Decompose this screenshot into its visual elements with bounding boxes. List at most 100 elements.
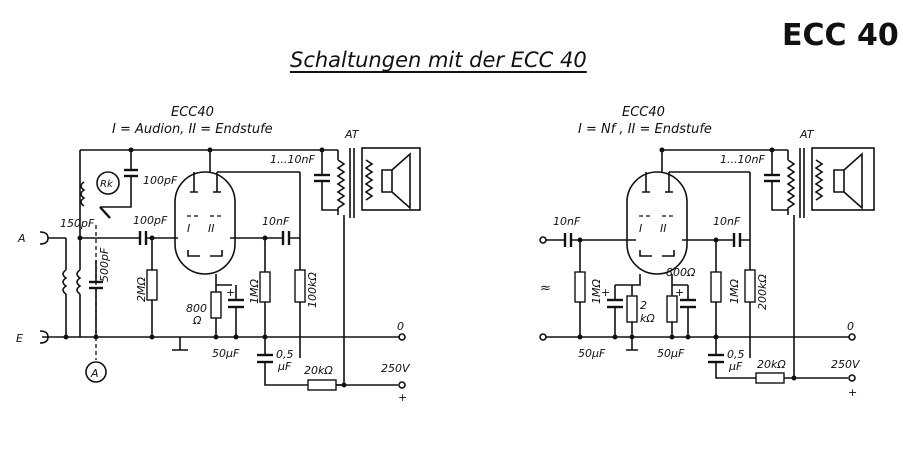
left-500pf-label: 500pF <box>98 247 111 282</box>
left-wire <box>193 150 218 192</box>
right-1m-in-resistor <box>574 271 586 303</box>
left-100k-label: 100kΩ <box>306 272 319 308</box>
left-cathodes <box>187 250 223 257</box>
left-junction <box>319 147 325 153</box>
left-tube-label: ECC40 <box>171 105 214 120</box>
left-rk-circle <box>96 171 120 195</box>
left-tube-envelope <box>174 171 236 275</box>
right-800-resistor <box>666 295 678 323</box>
left-rk-label: Rk <box>100 179 114 190</box>
right-200k-resistor <box>744 269 756 303</box>
left-triode-2: II <box>208 222 215 235</box>
right-junction <box>669 334 675 340</box>
left-terminal-e <box>39 330 49 344</box>
right-10nf-in-label: 10nF <box>553 215 581 228</box>
right-triode-2: II <box>660 222 667 235</box>
right-input-ground-terminal <box>539 333 547 341</box>
right-plus-label: + <box>848 386 857 399</box>
left-speaker-box <box>361 147 421 211</box>
right-250v-label: 250V <box>831 358 861 371</box>
right-junction <box>629 334 635 340</box>
right-20k-label: 20kΩ <box>757 358 786 371</box>
left-2m-label: 2MΩ <box>135 277 148 302</box>
left-input-coil <box>62 238 68 337</box>
right-250v-terminal <box>848 374 856 382</box>
left-150pf-label: 150pF <box>60 217 95 230</box>
left-250v-terminal <box>398 381 406 389</box>
right-05uf-unit: μF <box>728 360 743 373</box>
left-150pf-cap <box>99 206 111 219</box>
right-junction <box>685 334 691 340</box>
right-speaker-box <box>811 147 875 211</box>
right-1m-in-label: 1MΩ <box>590 279 603 304</box>
left-transformer-secondary <box>364 159 374 201</box>
right-triode-1: I <box>639 222 642 235</box>
left-terminal-a <box>39 231 49 245</box>
left-junction <box>149 235 155 241</box>
left-100pf-a-label: 100pF <box>143 174 178 187</box>
right-wire <box>715 337 756 379</box>
left-transformer-core <box>349 148 355 218</box>
left-antenna-label: A <box>90 367 99 380</box>
right-2k-unit: kΩ <box>640 312 655 325</box>
right-junction <box>769 147 775 153</box>
right-speaker-icon <box>833 152 863 210</box>
right-zero-terminal <box>848 333 856 341</box>
left-100pf-b-label: 100pF <box>133 214 168 227</box>
right-tube-envelope <box>626 171 688 275</box>
right-circuit: ECC40 I = Nf , II = Endstufe AT 0 ≈ 10nF… <box>539 105 875 399</box>
left-wire <box>321 150 338 211</box>
left-800-unit: Ω <box>192 314 202 327</box>
right-2k-resistor <box>626 295 638 323</box>
right-wire <box>784 215 795 379</box>
right-1m-resistor <box>710 271 722 303</box>
left-ground-symbol <box>172 337 188 351</box>
left-junction <box>207 147 213 153</box>
left-zero-terminal <box>398 333 406 341</box>
left-10nf-label: 10nF <box>262 215 290 228</box>
right-2k-label: 2 <box>640 299 647 312</box>
left-wire <box>100 150 132 208</box>
right-1-10nf-label: 1...10nF <box>720 153 765 166</box>
right-zero-label: 0 <box>847 320 854 333</box>
right-tube-label: ECC40 <box>622 105 665 120</box>
left-800-resistor <box>210 291 222 319</box>
page-tag: ECC 40 <box>782 18 899 53</box>
right-wire <box>771 150 788 211</box>
right-200k-label: 200kΩ <box>756 274 769 310</box>
right-junction <box>577 334 583 340</box>
right-50uf-b-label: 50μF <box>657 347 685 360</box>
left-50uf-label: 50μF <box>212 347 240 360</box>
right-junction <box>713 334 719 340</box>
left-terminal-e-label: E <box>16 332 23 345</box>
right-cathodes <box>639 250 675 257</box>
left-20k-resistor <box>307 379 337 391</box>
left-800-label: 800 <box>186 302 207 315</box>
right-input-terminal <box>539 236 547 244</box>
left-junction <box>262 334 268 340</box>
right-50uf-a-label: 50μF <box>578 347 606 360</box>
right-junction <box>713 237 719 243</box>
left-junction <box>77 235 83 241</box>
right-20k-resistor <box>755 372 785 384</box>
left-circuit: ECC40 I = Audion, II = Endstufe AT E 0 A… <box>16 105 421 404</box>
left-100k-resistor <box>294 269 306 303</box>
left-junction <box>233 334 239 340</box>
right-50uf-a-plus: + <box>601 286 610 299</box>
left-terminal-a-label: A <box>17 232 26 245</box>
left-junction <box>128 147 134 153</box>
right-50uf-b-plus: + <box>675 286 684 299</box>
left-secondary-coil <box>76 269 82 295</box>
left-2m-resistor <box>146 269 158 301</box>
right-transformer-core <box>799 148 805 218</box>
left-plus-label: + <box>398 391 407 404</box>
left-zero-label: 0 <box>397 320 404 333</box>
right-junction <box>577 237 583 243</box>
right-05uf-label: 0,5 <box>727 348 745 361</box>
left-50uf-plus: + <box>226 286 235 299</box>
right-subtitle: I = Nf , II = Endstufe <box>578 122 712 137</box>
right-junction <box>791 375 797 381</box>
left-speaker-icon <box>381 152 411 210</box>
left-05uf-label: 0,5 <box>276 348 294 361</box>
left-junction <box>63 334 69 340</box>
